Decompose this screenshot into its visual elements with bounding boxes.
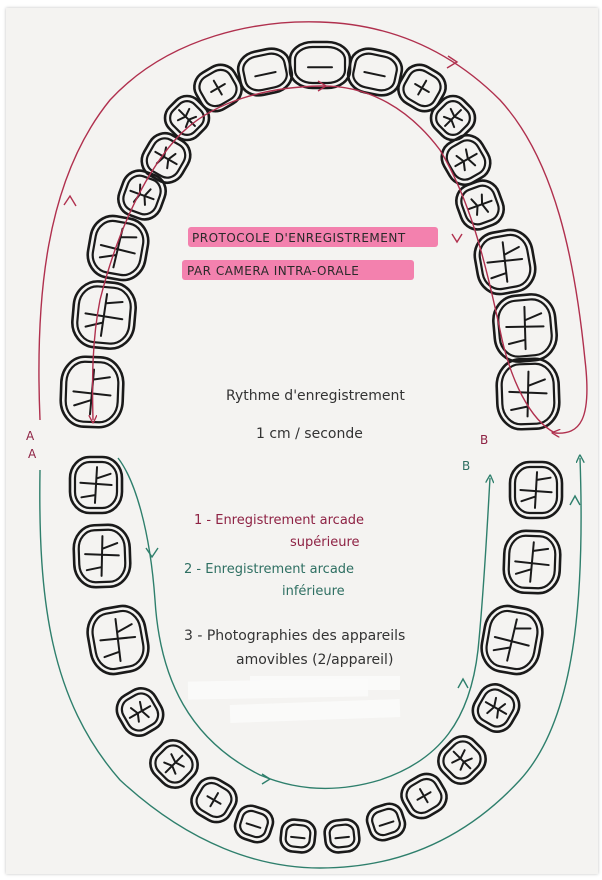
tooth-icon — [70, 279, 138, 350]
step-2-line-1: 2 - Enregistrement arcade — [184, 562, 354, 577]
rhythm-label: Rythme d'enregistrement — [226, 388, 405, 404]
tape-strip — [250, 676, 400, 690]
tooth-icon — [232, 802, 277, 845]
step-3-line-2: amovibles (2/appareil) — [236, 652, 393, 668]
tooth-icon — [467, 678, 525, 737]
arrow-head-icon — [262, 774, 270, 784]
step-2-line-2: inférieure — [282, 584, 345, 599]
title-line-1: PROTOCOLE D'ENREGISTREMENT — [192, 231, 406, 245]
tooth-icon — [491, 292, 559, 363]
lower-end-marker: B — [462, 459, 470, 473]
step-1-line-2: supérieure — [290, 535, 360, 550]
tooth-icon — [73, 524, 131, 588]
tooth-icon — [135, 127, 196, 189]
arrow-head-icon — [64, 196, 76, 206]
tape-strip — [230, 699, 401, 723]
lower-path-inner — [118, 458, 490, 788]
rhythm-value: 1 cm / seconde — [256, 426, 363, 442]
arrow-head-icon — [570, 496, 580, 505]
tooth-icon — [503, 530, 561, 594]
tooth-icon — [425, 90, 482, 147]
tooth-icon — [510, 462, 562, 518]
lower-start-marker: A — [28, 447, 37, 461]
tooth-icon — [70, 457, 122, 513]
step-3-line-1: 3 - Photographies des appareils — [184, 628, 405, 644]
upper-start-marker: A — [26, 429, 35, 443]
tooth-icon — [144, 734, 205, 795]
tooth-icon — [471, 226, 539, 297]
tooth-icon — [364, 800, 409, 843]
tooth-icon — [186, 772, 242, 828]
arrow-head-icon — [146, 548, 158, 557]
step-1-line-1: 1 - Enregistrement arcade — [194, 513, 364, 528]
tooth-icon — [84, 602, 153, 677]
tooth-icon — [396, 768, 452, 824]
tooth-icon — [84, 212, 152, 283]
tooth-icon — [279, 818, 316, 853]
tooth-icon — [496, 358, 560, 430]
title-line-2: PAR CAMERA INTRA-ORALE — [187, 264, 359, 278]
tooth-icon — [345, 45, 405, 99]
upper-end-marker: B — [480, 433, 488, 447]
tooth-icon — [478, 602, 547, 677]
tooth-icon — [111, 682, 169, 741]
tooth-icon — [323, 818, 360, 853]
tooth-icon — [113, 166, 170, 224]
arrow-head-icon — [458, 679, 468, 688]
tooth-icon — [290, 42, 350, 88]
tooth-icon — [235, 45, 295, 99]
arrow-head-icon — [452, 234, 462, 242]
